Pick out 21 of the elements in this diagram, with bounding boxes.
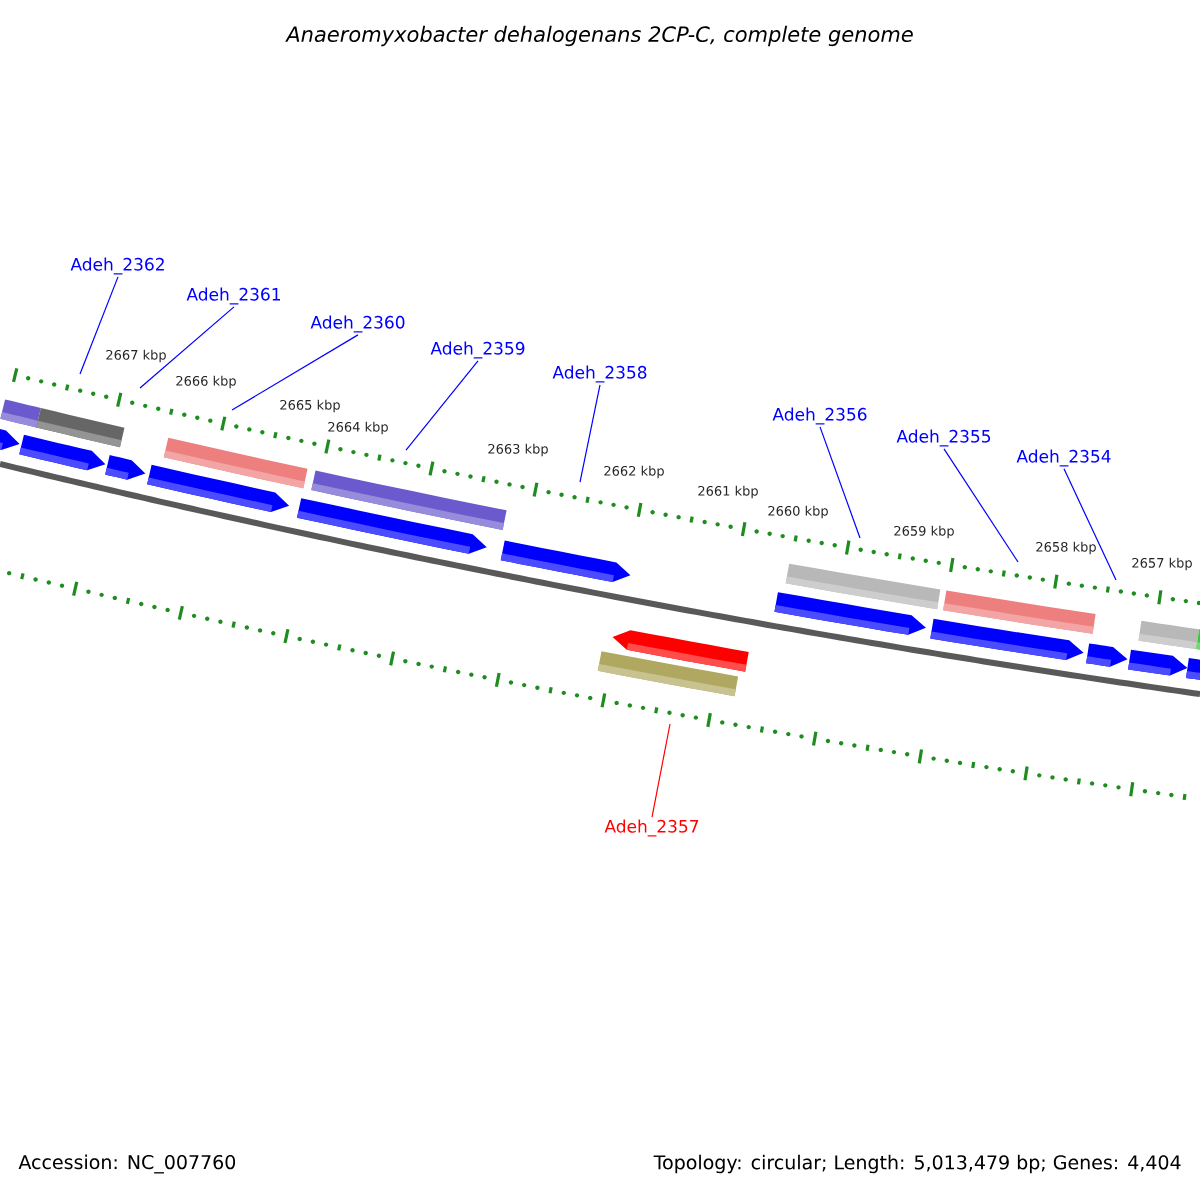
gene-label: Adeh_2358	[552, 365, 647, 383]
gene-label: Adeh_2362	[70, 257, 164, 275]
leader-line	[231, 334, 359, 411]
gene-label: Adeh_2357	[604, 819, 699, 837]
gene-label: Adeh_2359	[430, 341, 525, 359]
leader-line	[139, 306, 235, 389]
leader-line	[405, 360, 479, 451]
gene-label: Adeh_2356	[772, 407, 867, 425]
gene-label: Adeh_2355	[896, 429, 991, 447]
accession-label: Accession: NC_007760	[18, 1154, 236, 1174]
gene-label: Adeh_2361	[186, 287, 280, 305]
genome-info-label: Topology: circular; Length: 5,013,479 bp; Genes: 4,404	[653, 1154, 1181, 1174]
leader-line	[1063, 468, 1117, 581]
leader-line	[651, 723, 671, 818]
title: Anaeromyxobacter dehalogenans 2CP-C, complete genome	[285, 25, 913, 47]
gene-label: Adeh_2360	[310, 315, 405, 333]
leader-line	[579, 384, 601, 483]
gene-label: Adeh_2354	[1016, 449, 1111, 467]
leader-line	[819, 426, 861, 539]
leader-line	[943, 448, 1019, 563]
leader-line	[79, 276, 119, 375]
